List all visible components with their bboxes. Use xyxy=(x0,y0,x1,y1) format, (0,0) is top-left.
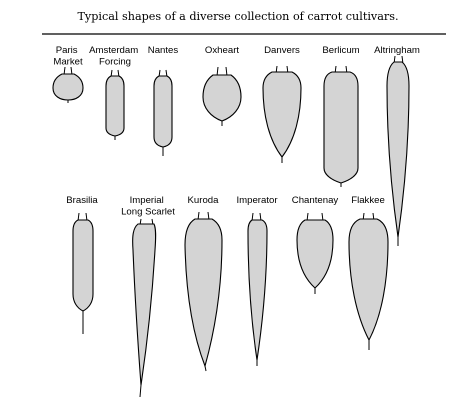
root-shape-danvers xyxy=(262,71,302,158)
root-shape-amsterdam-forcing xyxy=(105,75,125,137)
label-oxheart: Oxheart xyxy=(205,45,239,56)
label-kuroda: Kuroda xyxy=(188,195,220,206)
root-shape-chantenay xyxy=(296,219,334,289)
cultivar-flakkee: Flakkee xyxy=(348,195,389,350)
root-shape-brasilia xyxy=(72,219,94,312)
root-shape-oxheart xyxy=(202,74,242,122)
root-shape-nantes xyxy=(153,75,173,148)
label-imperator: Imperator xyxy=(236,195,278,206)
cultivar-chantenay: Chantenay xyxy=(292,195,339,294)
label-nantes: Nantes xyxy=(148,45,179,56)
cultivar-amsterdam-forcing: Amsterdam Forcing xyxy=(89,45,141,140)
label-amsterdam-forcing: Amsterdam Forcing xyxy=(89,45,141,68)
cultivar-imperial-long-scarlet: Imperial Long Scarlet xyxy=(121,195,175,398)
cultivar-imperator: Imperator xyxy=(236,195,278,366)
cultivar-oxheart: Oxheart xyxy=(202,45,242,126)
root-shape-berlicum xyxy=(323,71,359,184)
cultivar-altringham: Altringham xyxy=(374,45,420,246)
root-shape-kuroda xyxy=(184,218,223,368)
cultivar-paris-market: Paris Market xyxy=(52,45,84,103)
figure-caption: Typical shapes of a diverse collection o… xyxy=(77,10,398,23)
cultivar-brasilia: Brasilia xyxy=(66,195,98,334)
root-shape-altringham xyxy=(386,61,410,238)
label-berlicum: Berlicum xyxy=(322,45,359,56)
cultivar-nantes: Nantes xyxy=(148,45,179,156)
label-brasilia: Brasilia xyxy=(66,195,98,206)
label-chantenay: Chantenay xyxy=(292,195,339,206)
root-shape-paris-market xyxy=(52,73,84,101)
root-shape-imperator xyxy=(247,219,268,361)
label-flakkee: Flakkee xyxy=(351,195,385,206)
label-altringham: Altringham xyxy=(374,45,420,56)
label-imperial-long-scarlet: Imperial Long Scarlet xyxy=(121,195,175,218)
cultivar-danvers: Danvers xyxy=(262,45,302,163)
cultivar-berlicum: Berlicum xyxy=(322,45,360,187)
cultivar-kuroda: Kuroda xyxy=(184,195,223,372)
label-paris-market: Paris Market xyxy=(53,45,83,68)
root-shape-imperial-long-scarlet xyxy=(132,223,157,386)
root-shape-flakkee xyxy=(348,218,389,342)
label-danvers: Danvers xyxy=(264,45,300,56)
